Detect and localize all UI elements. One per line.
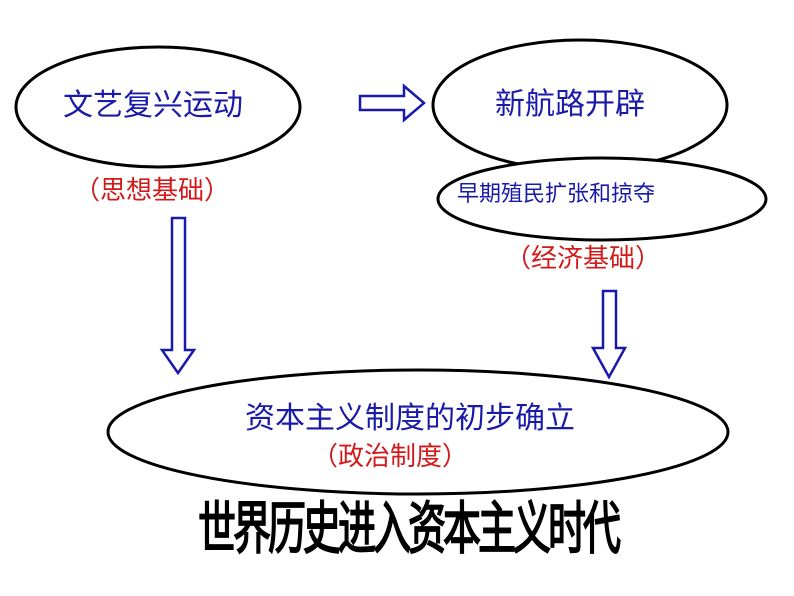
conclusion-title: 世界历史进入资本主义时代 bbox=[198, 495, 621, 562]
political-system-label: （政治制度） bbox=[312, 442, 469, 472]
new-routes-label: 新航路开辟 bbox=[495, 87, 645, 122]
arrow-down-right-icon bbox=[590, 289, 628, 380]
capitalism-ellipse bbox=[106, 368, 730, 496]
renaissance-ellipse bbox=[14, 45, 302, 169]
arrow-down-left-icon bbox=[159, 216, 197, 376]
capitalism-label: 资本主义制度的初步确立 bbox=[245, 401, 575, 436]
ideological-basis-label: （思想基础） bbox=[74, 176, 231, 206]
colonial-label: 早期殖民扩张和掠夺 bbox=[457, 182, 656, 207]
economic-basis-label: （经济基础） bbox=[505, 244, 662, 274]
renaissance-label: 文艺复兴运动 bbox=[63, 88, 243, 123]
arrow-right-icon bbox=[358, 83, 426, 123]
colonial-ellipse bbox=[436, 156, 768, 242]
